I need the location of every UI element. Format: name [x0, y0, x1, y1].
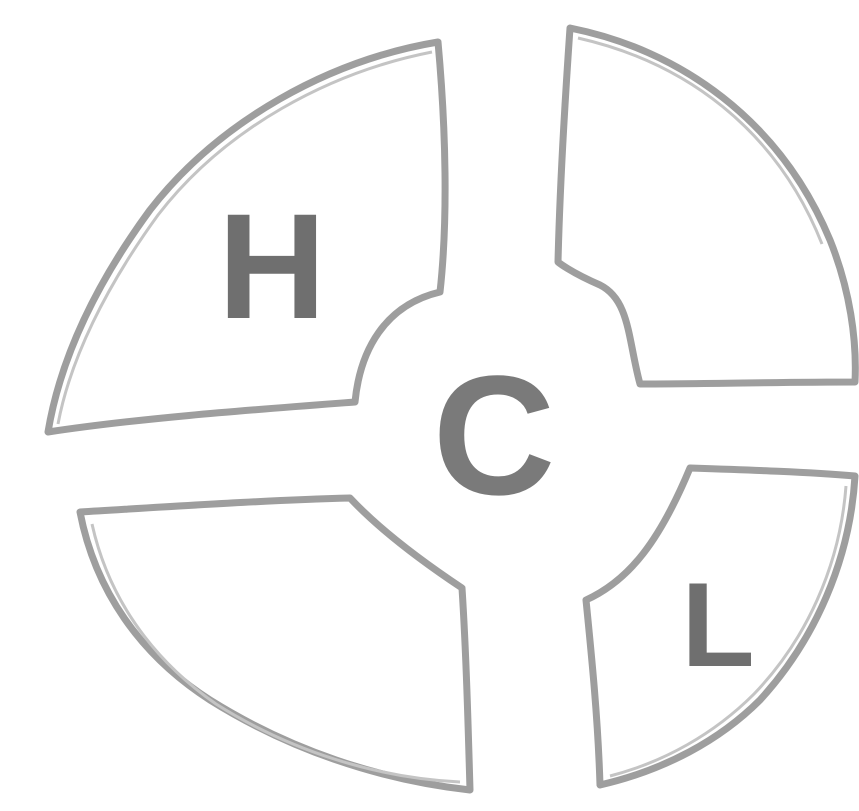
center-label: C: [433, 341, 556, 531]
quadrant-bottom-right-label: L: [681, 558, 754, 692]
quadrant-top-left-label: H: [218, 182, 326, 350]
quadrant-bottom-left-outline: [80, 498, 470, 790]
quadrant-top-right-outline: [558, 28, 855, 384]
quadrant-top-left: H: [48, 42, 445, 432]
quadrant-top-right: [558, 28, 855, 384]
quadrant-bottom-left: [80, 498, 470, 790]
quadrant-bottom-right: L: [586, 468, 855, 785]
